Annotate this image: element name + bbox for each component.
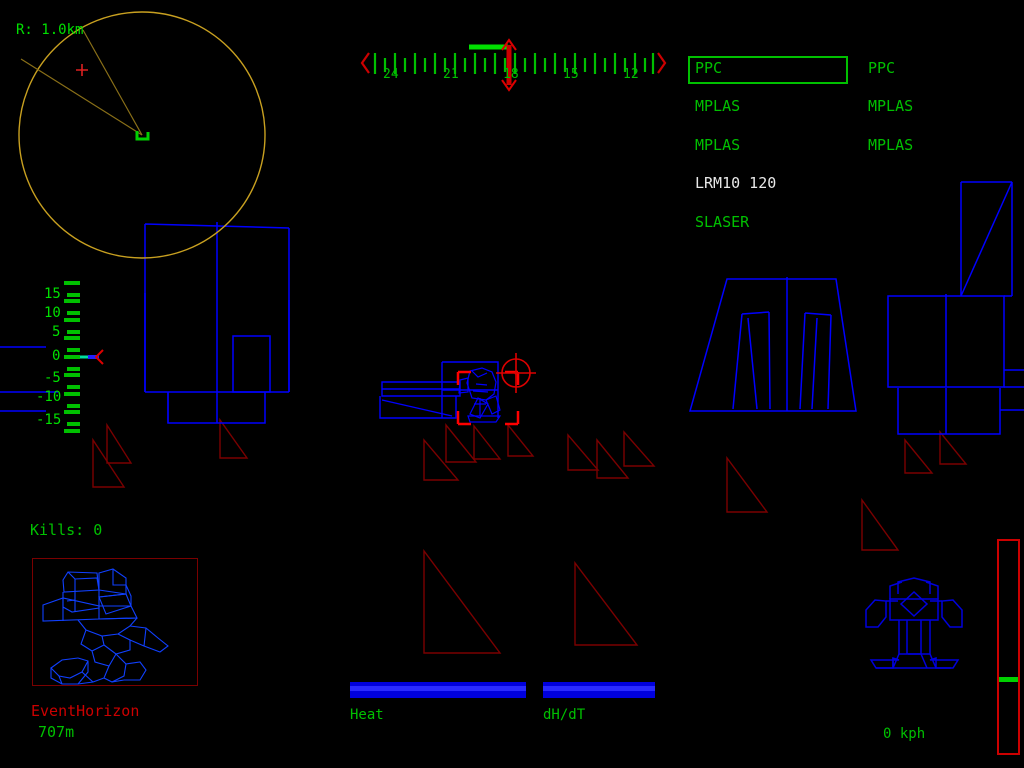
radar-sweep: [18, 11, 266, 259]
radar-range-label: R: 1.0km: [16, 22, 84, 38]
weapon-item-1[interactable]: MPLAS: [695, 97, 741, 115]
crosshair-reticle[interactable]: [496, 353, 536, 393]
compass-label-4: 12: [623, 67, 639, 82]
target-mech-damage-view: [42, 568, 169, 685]
target-brackets: [456, 370, 520, 426]
kills-counter: Kills: 0: [30, 521, 103, 539]
radar-player-marker: [135, 131, 150, 141]
compass-end-arrows: [360, 52, 667, 74]
pitch-pointer: [80, 349, 104, 365]
pitch-label-m15: -15: [36, 412, 62, 428]
weapon-group-item-0[interactable]: PPC: [868, 59, 896, 77]
pitch-label-5: 5: [52, 324, 61, 340]
compass-ticks: [373, 53, 655, 74]
pitch-label-15: 15: [44, 286, 61, 302]
weapon-selection-box[interactable]: [688, 56, 848, 84]
target-wireframe-panel: [32, 558, 198, 686]
pitch-label-10: 10: [44, 305, 61, 321]
weapon-group-item-2[interactable]: MPLAS: [868, 136, 914, 154]
radar-enemy-contact: [76, 64, 88, 76]
compass-label-0: 24: [383, 67, 399, 82]
weapon-group-item-1[interactable]: MPLAS: [868, 97, 914, 115]
pitch-label-0: 0: [52, 348, 61, 364]
pitch-label-m10: -10: [36, 389, 62, 405]
weapon-item-3[interactable]: LRM10 120: [695, 174, 777, 192]
mech-status-diagram[interactable]: [865, 577, 963, 669]
compass-label-3: 15: [563, 67, 579, 82]
heat-bar: [350, 682, 526, 698]
compass-label-1: 21: [443, 67, 459, 82]
compass-label-2: 18: [503, 67, 519, 82]
target-range: 707m: [38, 723, 75, 741]
weapon-item-4[interactable]: SLASER: [695, 213, 750, 231]
throttle-bar[interactable]: [997, 539, 1020, 755]
terrain-hills: [92, 417, 968, 654]
dhdt-bar: [543, 682, 655, 698]
building-wireframes: [144, 181, 1024, 435]
pitch-ladder-ticks: [64, 281, 80, 433]
weapon-item-0[interactable]: PPC: [695, 59, 723, 77]
dhdt-label: dH/dT: [543, 707, 586, 723]
speed-readout: 0 kph: [883, 726, 926, 742]
weapon-item-2[interactable]: MPLAS: [695, 136, 741, 154]
target-name: EventHorizon: [31, 702, 140, 720]
heat-label: Heat: [350, 707, 384, 723]
throttle-indicator[interactable]: [999, 676, 1018, 682]
compass-heading-pointer: [501, 38, 517, 92]
horizon-lines: [0, 346, 58, 412]
target-mech-wireframe: [379, 361, 502, 423]
pitch-label-m5: -5: [44, 370, 61, 386]
